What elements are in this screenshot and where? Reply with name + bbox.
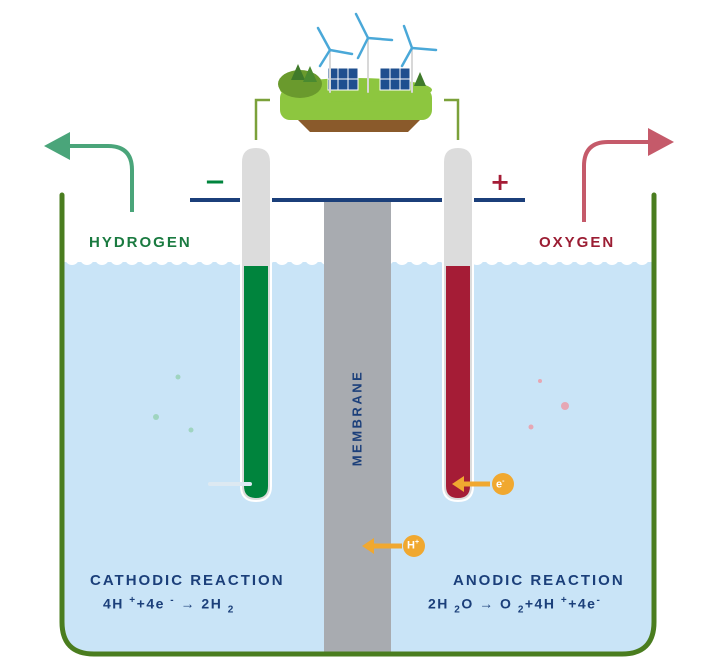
positive-connector: [444, 98, 460, 140]
solar-panel-icon: [327, 67, 411, 91]
membrane-label: MEMBRANE: [349, 369, 365, 467]
negative-sign: −: [204, 167, 226, 197]
cathode-electrode: [240, 146, 272, 502]
cathodic-reaction-equation: 4H ++4e - → 2H 2: [103, 595, 235, 616]
hydrogen-arrow: [44, 132, 134, 212]
positive-sign: +: [490, 168, 510, 196]
proton-badge: [403, 535, 425, 557]
floating-island-icon: [278, 12, 438, 132]
proton-arrow: [362, 535, 425, 557]
tree-icon: [291, 64, 426, 86]
cathodic-reaction-title: CATHODIC REACTION: [90, 572, 285, 589]
electron-badge: [492, 473, 514, 495]
negative-connector: [254, 98, 270, 140]
electron-arrow: [452, 473, 514, 495]
anode-electrode: [442, 146, 474, 502]
tank-outline: [59, 192, 657, 657]
oxygen-label: OXYGEN: [539, 234, 616, 251]
membrane: [324, 200, 391, 652]
anodic-reaction-equation: 2H 2O → O 2+4H ++4e-: [428, 595, 602, 616]
hydrogen-label: HYDROGEN: [89, 234, 192, 251]
proton-badge-label: H+: [407, 539, 420, 552]
wind-turbine-icon: [316, 12, 438, 93]
oxygen-arrow: [582, 128, 674, 222]
anodic-reaction-title: ANODIC REACTION: [453, 572, 625, 589]
gas-bubbles: [153, 374, 569, 433]
electron-badge-label: e-: [496, 478, 505, 491]
